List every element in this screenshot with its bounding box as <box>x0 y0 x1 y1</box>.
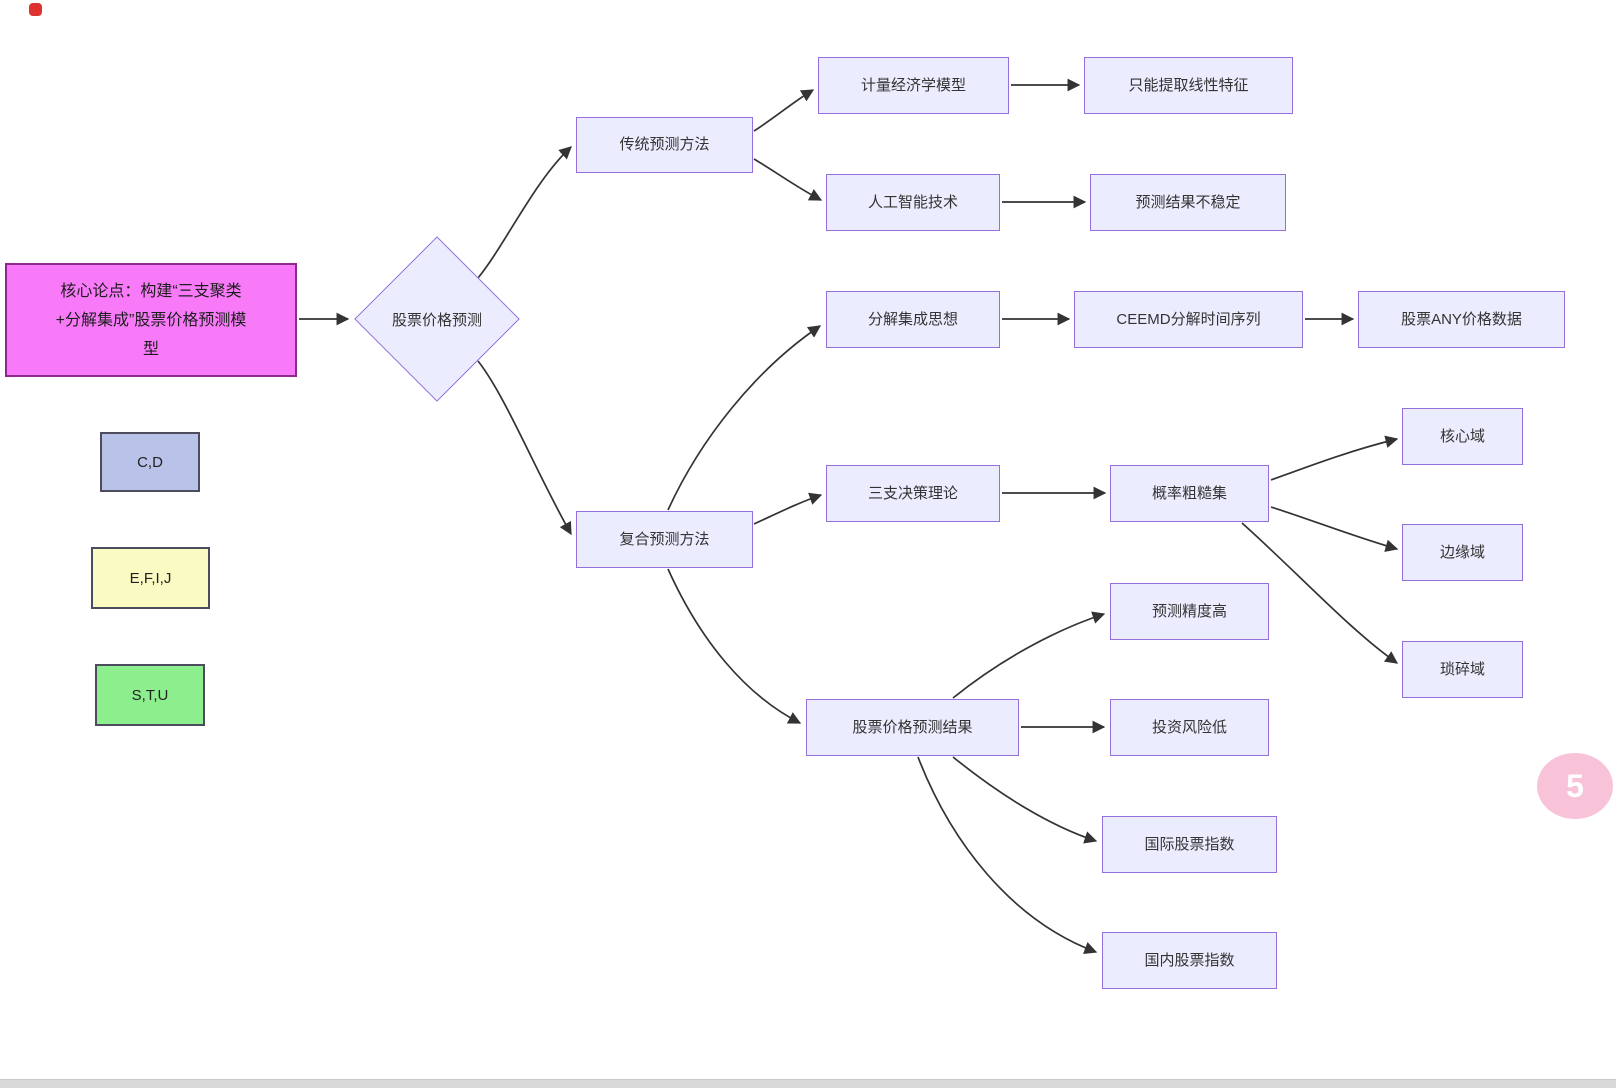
node-result: 股票价格预测结果 <box>806 699 1019 756</box>
edge-composite-result <box>667 568 802 724</box>
node-intl-index: 国际股票指数 <box>1102 816 1277 873</box>
node-unstable: 预测结果不稳定 <box>1090 174 1286 231</box>
node-any-price: 股票ANY价格数据 <box>1358 291 1565 348</box>
node-low-risk: 投资风险低 <box>1110 699 1269 756</box>
edge-traditional-econometric <box>753 89 815 132</box>
floating-badge[interactable]: 5 <box>1537 753 1613 819</box>
edge-result-accuracy <box>952 611 1106 699</box>
edge-result-domestic <box>917 756 1098 954</box>
node-three-way: 三支决策理论 <box>826 465 1000 522</box>
edge-result-intl <box>952 756 1098 844</box>
edge-traditional-ai <box>753 158 823 201</box>
node-decision-label: 股票价格预测 <box>391 311 482 329</box>
node-rough-set: 概率粗糙集 <box>1110 465 1269 522</box>
node-domestic-index: 国内股票指数 <box>1102 932 1277 989</box>
node-linear-only: 只能提取线性特征 <box>1084 57 1293 114</box>
bottom-scrollbar[interactable] <box>0 1079 1616 1088</box>
node-root-thesis: 核心论点：构建“三支聚类 +分解集成”股票价格预测模 型 <box>5 263 297 377</box>
edge-roughset-boundary <box>1270 506 1399 552</box>
node-econometric: 计量经济学模型 <box>818 57 1009 114</box>
legend-item-cd: C,D <box>100 432 200 492</box>
legend-item-stu: S,T,U <box>95 664 205 726</box>
node-composite: 复合预测方法 <box>576 511 753 568</box>
edge-composite-decomposition <box>667 325 822 511</box>
record-indicator-icon <box>29 3 42 16</box>
edge-composite-threeway <box>753 492 823 525</box>
node-decomposition: 分解集成思想 <box>826 291 1000 348</box>
node-ceemd: CEEMD分解时间序列 <box>1074 291 1303 348</box>
node-trivial-region: 琐碎域 <box>1402 641 1523 698</box>
node-core-region: 核心域 <box>1402 408 1523 465</box>
node-traditional: 传统预测方法 <box>576 117 753 173</box>
edge-roughset-core <box>1270 435 1399 481</box>
node-boundary-region: 边缘域 <box>1402 524 1523 581</box>
node-high-accuracy: 预测精度高 <box>1110 583 1269 640</box>
node-ai: 人工智能技术 <box>826 174 1000 231</box>
node-decision: 股票价格预测 <box>354 236 520 402</box>
legend-item-efij: E,F,I,J <box>91 547 210 609</box>
